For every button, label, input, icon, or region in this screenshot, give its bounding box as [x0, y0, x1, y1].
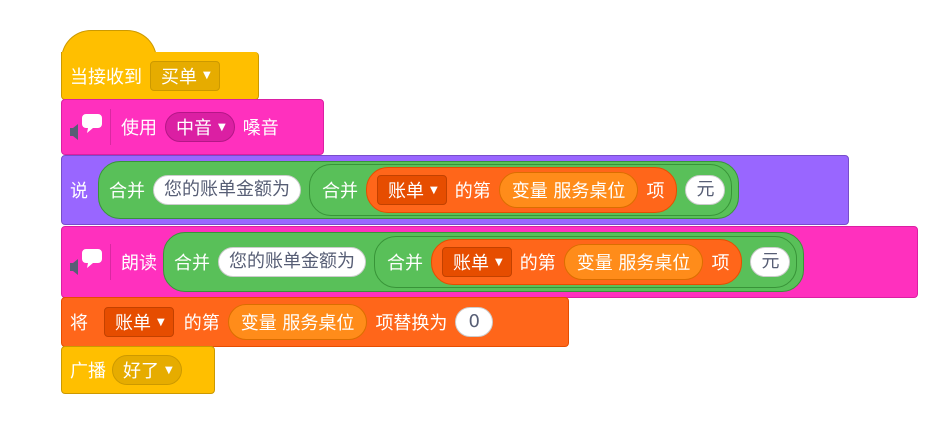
- speech-bubble-icon: [68, 245, 102, 279]
- inner-join-reporter[interactable]: 合并 账单 ▼ 的第 变量 服务桌位 项 元: [374, 236, 798, 288]
- item-label: 项: [646, 181, 665, 202]
- text-input[interactable]: 您的账单金额为: [153, 175, 301, 205]
- use-label: 使用: [121, 118, 157, 139]
- block-separator: [110, 109, 111, 145]
- list-dropdown-value: 账单: [115, 313, 151, 334]
- message-dropdown[interactable]: 买单 ▼: [150, 60, 220, 91]
- set-voice-block[interactable]: 使用 中音 ▼ 嗓音: [61, 99, 324, 155]
- speak-label: 朗读: [121, 253, 157, 274]
- join-label: 合并: [387, 253, 423, 274]
- variable-name: 变量 服务桌位: [511, 181, 626, 202]
- item-of-label: 的第: [519, 253, 556, 274]
- replace-item-block[interactable]: 将 账单 ▼ 的第 变量 服务桌位 项替换为 0: [61, 297, 569, 347]
- list-dropdown-value: 账单: [453, 253, 489, 274]
- speech-bubble-icon: [68, 110, 102, 144]
- broadcast-message-value: 好了: [123, 361, 159, 382]
- text-input[interactable]: 元: [750, 247, 791, 277]
- value-input[interactable]: 0: [455, 307, 493, 337]
- voice-label: 嗓音: [242, 118, 279, 139]
- join-label: 合并: [109, 181, 145, 202]
- message-dropdown-value: 买单: [161, 66, 197, 88]
- broadcast-label: 广播: [70, 361, 106, 382]
- join-reporter[interactable]: 合并 您的账单金额为 合并 账单 ▼ 的第 变量 服务桌位 项 元: [163, 232, 805, 292]
- dropdown-caret-icon: ▼: [165, 364, 173, 376]
- variable-reporter[interactable]: 变量 服务桌位: [563, 244, 704, 280]
- variable-reporter[interactable]: 变量 服务桌位: [498, 172, 639, 208]
- dropdown-caret-icon: ▼: [495, 256, 503, 268]
- item-of-label: 的第: [183, 313, 220, 334]
- item-label: 项: [711, 253, 730, 274]
- list-dropdown-value: 账单: [388, 181, 424, 202]
- speak-block[interactable]: 朗读 合并 您的账单金额为 合并 账单 ▼ 的第 变量 服务桌位 项 元: [61, 226, 918, 298]
- join-label: 合并: [174, 253, 210, 274]
- list-dropdown[interactable]: 账单 ▼: [442, 247, 512, 277]
- inner-join-reporter[interactable]: 合并 账单 ▼ 的第 变量 服务桌位 项 元: [309, 164, 733, 216]
- voice-dropdown-value: 中音: [176, 118, 212, 139]
- variable-reporter[interactable]: 变量 服务桌位: [227, 304, 368, 340]
- dropdown-caret-icon: ▼: [218, 121, 226, 133]
- block-separator: [110, 244, 111, 280]
- text-input[interactable]: 元: [685, 175, 726, 205]
- replace-with-label: 项替换为: [375, 313, 448, 334]
- variable-name: 变量 服务桌位: [240, 313, 355, 334]
- replace-label: 将: [70, 313, 88, 334]
- text-input[interactable]: 您的账单金额为: [218, 247, 366, 277]
- say-label: 说: [70, 181, 88, 202]
- when-i-receive-block[interactable]: 当接收到 买单 ▼: [61, 52, 259, 100]
- dropdown-caret-icon: ▼: [157, 316, 165, 328]
- voice-dropdown[interactable]: 中音 ▼: [165, 112, 235, 142]
- when-i-receive-label: 当接收到: [70, 66, 142, 88]
- join-label: 合并: [322, 181, 358, 202]
- list-dropdown[interactable]: 账单 ▼: [104, 307, 174, 337]
- variable-name: 变量 服务桌位: [576, 253, 691, 274]
- list-dropdown[interactable]: 账单 ▼: [377, 175, 447, 205]
- broadcast-block[interactable]: 广播 好了 ▼: [61, 346, 215, 394]
- item-of-list-reporter[interactable]: 账单 ▼ 的第 变量 服务桌位 项: [366, 167, 678, 213]
- broadcast-message-dropdown[interactable]: 好了 ▼: [112, 355, 182, 385]
- item-of-label: 的第: [454, 181, 491, 202]
- dropdown-caret-icon: ▼: [203, 70, 211, 81]
- say-block[interactable]: 说 合并 您的账单金额为 合并 账单 ▼ 的第 变量 服务桌位 项 元: [61, 155, 849, 225]
- dropdown-caret-icon: ▼: [430, 184, 438, 196]
- join-reporter[interactable]: 合并 您的账单金额为 合并 账单 ▼ 的第 变量 服务桌位 项 元: [98, 161, 740, 219]
- item-of-list-reporter[interactable]: 账单 ▼ 的第 变量 服务桌位 项: [431, 239, 743, 285]
